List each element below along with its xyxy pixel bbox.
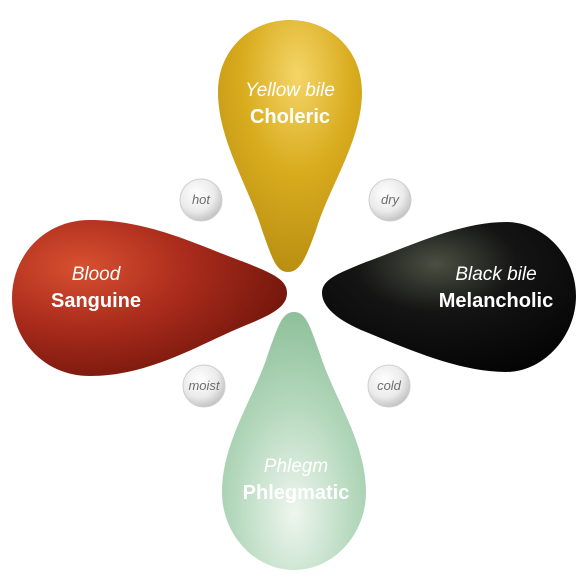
cold-bead-icon: [367, 364, 411, 408]
black-bile-petal: [322, 222, 576, 372]
yellow-bile-petal: [218, 20, 362, 272]
phlegm-label: Phlegm Phlegmatic: [228, 456, 364, 505]
yellow-bile-label: Yellow bile Choleric: [220, 80, 360, 129]
black-bile-label: Black bile Melancholic: [412, 264, 580, 313]
dry-bead-icon: [368, 178, 412, 222]
melancholic-temperament: Melancholic: [438, 290, 554, 312]
quality-moist: moist: [188, 378, 220, 393]
quality-cold: cold: [377, 378, 401, 393]
phlegm-petal: [222, 312, 366, 570]
blood-label: Blood Sanguine: [36, 264, 156, 313]
hot-bead-icon: [179, 178, 223, 222]
quality-hot: hot: [191, 192, 211, 207]
yellow-bile-fluid: Yellow bile: [245, 80, 335, 101]
sanguine-temperament: Sanguine: [50, 290, 141, 312]
blood-fluid: Blood: [71, 264, 121, 285]
phlegmatic-temperament: Phlegmatic: [242, 482, 350, 504]
moist-bead-icon: [182, 364, 226, 408]
phlegm-fluid: Phlegm: [263, 456, 329, 477]
choleric-temperament: Choleric: [249, 106, 331, 128]
blood-petal: [12, 220, 287, 376]
black-bile-fluid: Black bile: [455, 264, 537, 285]
quality-dry: dry: [380, 192, 400, 207]
